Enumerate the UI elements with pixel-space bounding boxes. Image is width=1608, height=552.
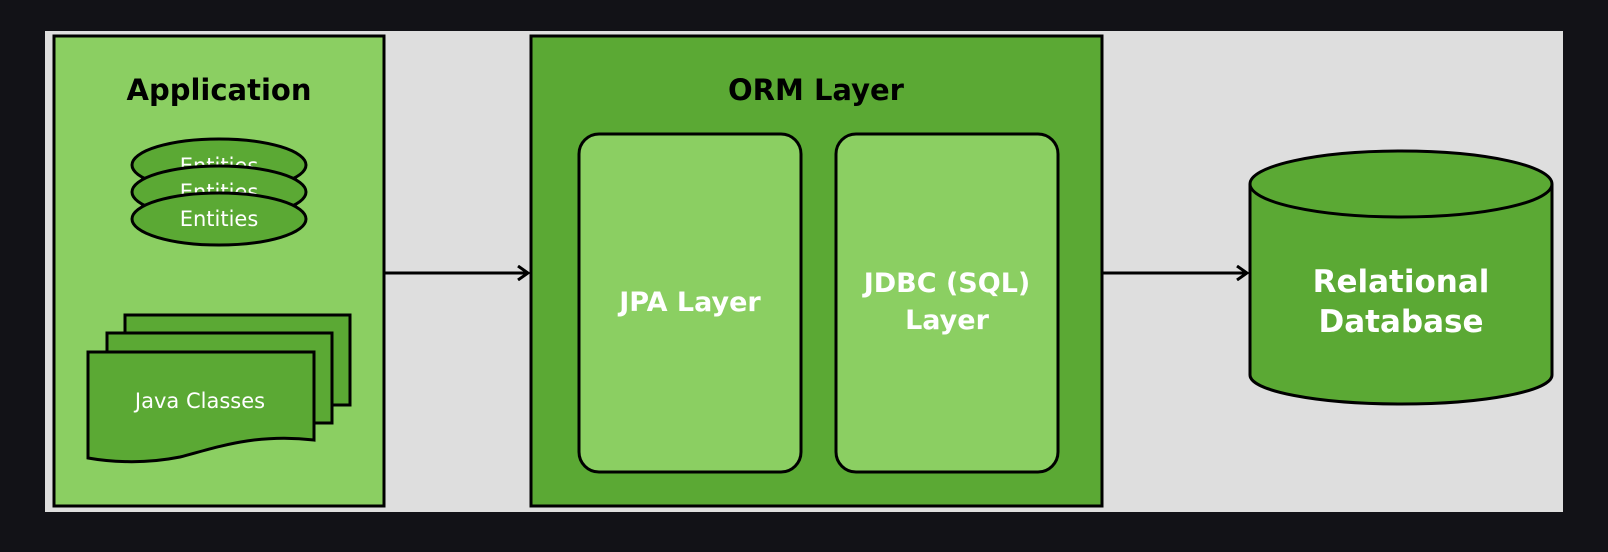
database-cylinder-icon: Relational Database [1248, 149, 1554, 406]
database-label-line2: Database [1319, 304, 1484, 340]
jdbc-layer-label-line1: JDBC (SQL) [862, 268, 1031, 299]
orm-layer-title: ORM Layer [728, 73, 905, 107]
jdbc-layer-box [834, 132, 1060, 474]
jpa-layer-label: JPA Layer [617, 287, 761, 318]
entities-stack-icon: Entities Entities Entities [130, 137, 308, 247]
class-document-front [86, 350, 316, 464]
jpa-layer-box [577, 132, 803, 474]
java-classes-stack-icon: Java Classes [86, 313, 352, 464]
application-box: Application Entities Entities Entities J… [52, 34, 386, 508]
application-title: Application [127, 73, 312, 107]
orm-layer-box: ORM Layer JPA Layer JDBC (SQL) Layer [529, 34, 1104, 508]
database-body [1248, 184, 1554, 406]
jdbc-layer-label-line2: Layer [905, 305, 990, 336]
entity-ellipse-front [130, 191, 308, 247]
entities-label: Entities [180, 207, 259, 231]
database-label-line1: Relational [1313, 264, 1490, 300]
java-classes-label: Java Classes [133, 389, 265, 413]
database-top [1248, 149, 1554, 219]
